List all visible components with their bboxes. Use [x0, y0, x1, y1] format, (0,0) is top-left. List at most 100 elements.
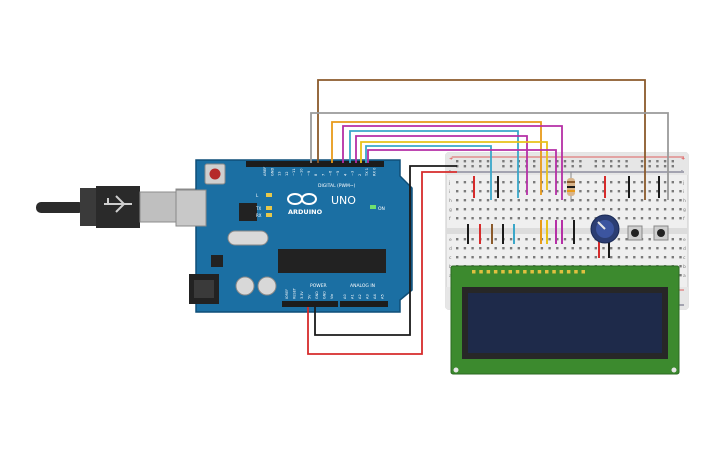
lcd-pin: [493, 270, 498, 274]
wire-magenta[interactable]: [342, 125, 563, 200]
row-letter: f: [449, 216, 451, 222]
breadboard-hole: [571, 217, 574, 220]
breadboard-hole: [563, 247, 567, 250]
wire-brown[interactable]: [317, 79, 646, 200]
breadboard-hole: [610, 208, 613, 211]
breadboard-hole: [648, 217, 651, 220]
wire-red[interactable]: [307, 171, 457, 355]
row-letter: g: [449, 208, 452, 213]
lcd-pin: [574, 270, 578, 274]
breadboard-hole: [471, 190, 474, 193]
pushbutton-cap[interactable]: [657, 229, 665, 237]
wire-orange[interactable]: [331, 121, 542, 195]
breadboard-hole: [671, 199, 674, 202]
wire-magenta[interactable]: [367, 149, 557, 195]
svg-text:ON: ON: [378, 206, 385, 212]
reset-button-cap[interactable]: [209, 168, 221, 180]
svg-text:ANALOG IN: ANALOG IN: [350, 283, 375, 289]
breadboard-hole: [656, 208, 659, 211]
pushbutton[interactable]: [627, 225, 643, 241]
digital-pin-label: 4: [343, 173, 347, 176]
wire-cyan[interactable]: [349, 130, 519, 198]
breadboard-hole: [540, 199, 544, 202]
breadboard-hole: [471, 208, 474, 211]
breadboard-hole: [502, 217, 505, 220]
breadboard-hole: [525, 238, 528, 241]
breadboard-hole: [571, 199, 574, 202]
breadboard-hole: [663, 181, 667, 184]
breadboard-hole: [625, 217, 628, 220]
breadboard-hole: [610, 160, 613, 163]
usb-cable[interactable]: [36, 186, 201, 228]
wire-magenta[interactable]: [355, 135, 528, 195]
breadboard-hole: [656, 165, 659, 168]
breadboard-hole: [571, 238, 574, 241]
breadboard-hole: [633, 199, 636, 202]
breadboard-hole: [648, 208, 651, 211]
potentiometer[interactable]: [590, 214, 620, 244]
pushbutton-cap[interactable]: [631, 229, 639, 237]
breadboard-hole: [548, 238, 551, 241]
usb-icon: [104, 195, 132, 213]
breadboard-hole: [502, 190, 505, 193]
wire-black[interactable]: [314, 165, 457, 336]
breadboard-hole: [625, 238, 628, 241]
breadboard-hole: [579, 217, 582, 220]
pushbutton[interactable]: [653, 225, 669, 241]
digital-header: [246, 161, 384, 167]
breadboard-hole: [486, 160, 490, 163]
breadboard-hole: [479, 181, 482, 184]
breadboard-hole: [456, 199, 459, 202]
breadboard-hole: [648, 165, 651, 168]
breadboard-hole: [663, 247, 667, 250]
breadboard-hole: [471, 217, 474, 220]
breadboard-hole: [479, 190, 482, 193]
wires[interactable]: [307, 79, 669, 355]
wire-gray[interactable]: [310, 112, 669, 200]
breadboard-hole: [463, 165, 467, 168]
breadboard-hole: [671, 165, 674, 168]
breadboard-hole: [617, 247, 621, 250]
rail-symbol: +: [681, 156, 685, 162]
breadboard-hole: [525, 208, 528, 211]
breadboard-hole: [540, 208, 544, 211]
wire-cyan[interactable]: [365, 145, 492, 200]
breadboard-hole: [594, 181, 597, 184]
breadboard-hole: [525, 217, 528, 220]
breadboard-hole: [633, 208, 636, 211]
lcd-pin: [559, 270, 564, 274]
breadboard-hole: [556, 199, 559, 202]
breadboard-hole: [586, 190, 590, 193]
resistor[interactable]: [567, 172, 575, 202]
breadboard-hole: [533, 238, 536, 241]
digital-pin-label: ~6: [329, 170, 333, 176]
resistor-band: [567, 190, 575, 192]
breadboard-hole: [548, 247, 551, 250]
breadboard-hole: [656, 181, 659, 184]
breadboard-hole: [502, 160, 505, 163]
arduino-uno-board[interactable]: L TX RX ON ARDUINO UNO DIGITAL (PWM~) PO…: [175, 159, 413, 313]
breadboard-hole: [463, 190, 467, 193]
lcd-16x2[interactable]: [450, 265, 680, 375]
breadboard-hole: [525, 199, 528, 202]
breadboard-hole: [479, 165, 482, 168]
breadboard-hole: [563, 190, 567, 193]
breadboard-hole: [602, 181, 605, 184]
breadboard-hole: [594, 165, 597, 168]
svg-text:L: L: [256, 193, 259, 198]
breadboard-hole: [456, 238, 459, 241]
breadboard-hole: [633, 190, 636, 193]
breadboard-hole: [671, 247, 674, 250]
breadboard-hole: [586, 238, 590, 241]
breadboard-hole: [509, 217, 513, 220]
wire-yellow[interactable]: [360, 141, 548, 190]
rail-symbol: -: [449, 168, 451, 174]
breadboard-hole: [594, 256, 597, 259]
breadboard-hole: [463, 160, 467, 163]
breadboard-hole: [594, 247, 597, 250]
power-pin-label: GND: [315, 291, 319, 299]
breadboard-hole: [456, 190, 459, 193]
